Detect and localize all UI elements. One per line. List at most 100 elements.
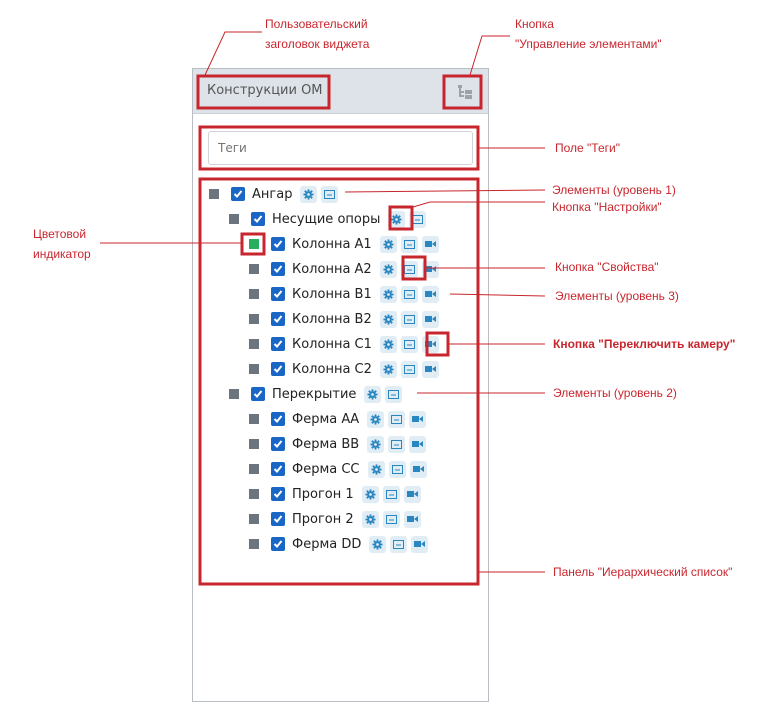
properties-button[interactable] bbox=[400, 235, 418, 253]
settings-button[interactable] bbox=[367, 435, 385, 453]
settings-button[interactable] bbox=[379, 335, 397, 353]
item-checkbox[interactable] bbox=[271, 312, 285, 326]
check-icon bbox=[273, 489, 283, 499]
properties-button[interactable] bbox=[400, 310, 418, 328]
color-indicator bbox=[229, 389, 239, 399]
tree-item[interactable]: Колонна С1 bbox=[249, 334, 443, 354]
switch-camera-button[interactable] bbox=[421, 310, 439, 328]
tree-item[interactable]: Прогон 2 bbox=[249, 509, 425, 529]
properties-button[interactable] bbox=[409, 210, 427, 228]
switch-camera-button[interactable] bbox=[403, 485, 421, 503]
settings-button[interactable] bbox=[361, 510, 379, 528]
tree-item[interactable]: Ангар bbox=[209, 184, 342, 204]
item-checkbox[interactable] bbox=[271, 412, 285, 426]
gear-icon bbox=[391, 213, 402, 225]
switch-camera-button[interactable] bbox=[421, 285, 439, 303]
gear-icon bbox=[367, 388, 378, 400]
item-label: Колонна А1 bbox=[292, 236, 372, 252]
properties-button[interactable] bbox=[385, 385, 403, 403]
properties-button[interactable] bbox=[382, 510, 400, 528]
camera-icon bbox=[414, 540, 426, 548]
gear-icon bbox=[383, 363, 394, 375]
settings-button[interactable] bbox=[388, 210, 406, 228]
settings-button[interactable] bbox=[379, 310, 397, 328]
settings-button[interactable] bbox=[364, 385, 382, 403]
tree-item[interactable]: Колонна В2 bbox=[249, 309, 443, 329]
annotation-level2: Элементы (уровень 2) bbox=[553, 386, 677, 400]
switch-camera-button[interactable] bbox=[409, 435, 427, 453]
tree-item[interactable]: Прогон 1 bbox=[249, 484, 425, 504]
properties-button[interactable] bbox=[400, 335, 418, 353]
settings-button[interactable] bbox=[379, 360, 397, 378]
item-checkbox[interactable] bbox=[231, 187, 245, 201]
properties-icon bbox=[393, 539, 405, 549]
tree-item[interactable]: Перекрытие bbox=[229, 384, 406, 404]
properties-button[interactable] bbox=[388, 435, 406, 453]
gear-icon bbox=[383, 263, 394, 275]
properties-button[interactable] bbox=[400, 360, 418, 378]
item-checkbox[interactable] bbox=[271, 437, 285, 451]
annotation-text: Пользовательский bbox=[265, 17, 368, 31]
switch-camera-button[interactable] bbox=[421, 260, 439, 278]
settings-button[interactable] bbox=[379, 260, 397, 278]
properties-button[interactable] bbox=[400, 260, 418, 278]
properties-button[interactable] bbox=[388, 410, 406, 428]
properties-button[interactable] bbox=[400, 285, 418, 303]
settings-button[interactable] bbox=[379, 285, 397, 303]
camera-icon bbox=[412, 465, 424, 473]
properties-button[interactable] bbox=[388, 460, 406, 478]
settings-button[interactable] bbox=[369, 535, 387, 553]
tree-item[interactable]: Ферма ВВ bbox=[249, 434, 430, 454]
switch-camera-button[interactable] bbox=[403, 510, 421, 528]
tree-item[interactable]: Колонна В1 bbox=[249, 284, 443, 304]
switch-camera-button[interactable] bbox=[409, 410, 427, 428]
tree-item[interactable]: Ферма DD bbox=[249, 534, 432, 554]
item-label: Колонна С2 bbox=[292, 361, 372, 377]
gear-icon bbox=[383, 338, 394, 350]
tree-item[interactable]: Ферма СС bbox=[249, 459, 431, 479]
item-checkbox[interactable] bbox=[271, 462, 285, 476]
item-checkbox[interactable] bbox=[271, 537, 285, 551]
switch-camera-button[interactable] bbox=[421, 235, 439, 253]
annotation-camera: Кнопка "Переключить камеру" bbox=[553, 337, 736, 351]
check-icon bbox=[273, 239, 283, 249]
properties-button[interactable] bbox=[390, 535, 408, 553]
tree-item[interactable]: Колонна С2 bbox=[249, 359, 443, 379]
properties-button[interactable] bbox=[321, 185, 339, 203]
switch-camera-button[interactable] bbox=[411, 535, 429, 553]
color-indicator bbox=[249, 514, 259, 524]
camera-icon bbox=[412, 440, 424, 448]
item-checkbox[interactable] bbox=[271, 287, 285, 301]
item-label: Колонна В2 bbox=[292, 311, 372, 327]
settings-button[interactable] bbox=[367, 410, 385, 428]
settings-button[interactable] bbox=[361, 485, 379, 503]
annotation-properties: Кнопка "Свойства" bbox=[555, 260, 659, 274]
gear-icon bbox=[383, 313, 394, 325]
item-checkbox[interactable] bbox=[271, 237, 285, 251]
item-checkbox[interactable] bbox=[271, 262, 285, 276]
item-checkbox[interactable] bbox=[271, 337, 285, 351]
properties-button[interactable] bbox=[382, 485, 400, 503]
settings-button[interactable] bbox=[379, 235, 397, 253]
tree-item[interactable]: Несущие опоры bbox=[229, 209, 430, 229]
switch-camera-button[interactable] bbox=[421, 360, 439, 378]
settings-button[interactable] bbox=[300, 185, 318, 203]
tree-item[interactable]: Колонна А1 bbox=[249, 234, 443, 254]
tree-item[interactable]: Колонна А2 bbox=[249, 259, 443, 279]
item-checkbox[interactable] bbox=[271, 487, 285, 501]
switch-camera-button[interactable] bbox=[409, 460, 427, 478]
gear-icon bbox=[383, 238, 394, 250]
item-checkbox[interactable] bbox=[271, 362, 285, 376]
manage-elements-button[interactable] bbox=[455, 83, 475, 101]
tags-input[interactable] bbox=[208, 131, 473, 165]
tree-item[interactable]: Ферма АА bbox=[249, 409, 430, 429]
switch-camera-button[interactable] bbox=[421, 335, 439, 353]
item-checkbox[interactable] bbox=[251, 387, 265, 401]
color-indicator bbox=[249, 264, 259, 274]
item-checkbox[interactable] bbox=[271, 512, 285, 526]
settings-button[interactable] bbox=[367, 460, 385, 478]
item-checkbox[interactable] bbox=[251, 212, 265, 226]
annotation-tree-button: Кнопка"Управление элементами" bbox=[515, 14, 662, 54]
